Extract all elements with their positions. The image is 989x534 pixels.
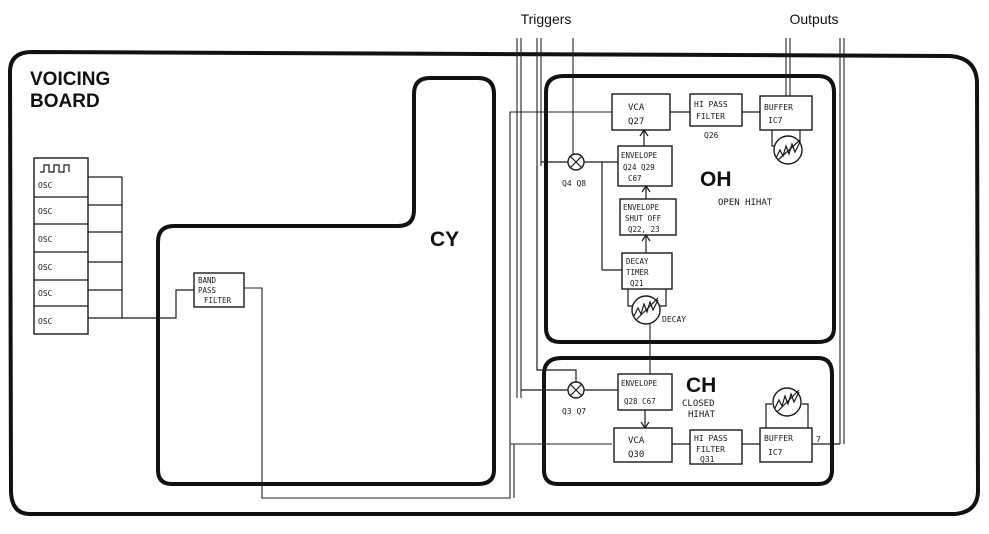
noise-bus [244,111,612,499]
ch-mixer-ref: Q3 Q7 [562,407,586,416]
ch-buffer-block [759,427,813,463]
board-title-line1: VOICING [30,69,110,90]
triggers-label: Triggers [521,11,572,27]
oh-decay-line1: DECAY [626,257,649,266]
oh-vca-line1: VCA [628,103,645,113]
oh-decay-timer-block [621,252,673,290]
ch-out-pin: 7 [816,435,821,444]
oscillator-bank: OSC OSC OSC OSC OSC OSC [33,157,194,335]
osc-label-4: OSC [38,263,53,272]
osc-label-3: OSC [38,235,53,244]
cy-label: CY [430,228,459,251]
ch-label: CH [686,374,716,397]
ch-vca-block [613,427,673,463]
band-pass-line3: FILTER [204,296,232,305]
ch-trigger-mixer [567,381,585,399]
output-lines [785,38,845,444]
oh-shut-line3: Q22, 23 [628,225,660,234]
oh-buffer-block [759,95,813,131]
board-outline [8,50,980,516]
oh-env-line3: C67 [628,174,642,183]
ch-gain-potentiometer-icon [772,387,802,417]
oh-trigger-mixer [567,153,585,171]
oh-hpf-line2: FILTER [696,112,725,121]
ch-vca-line1: VCA [628,436,645,446]
oh-buffer-line1: BUFFER [764,103,793,112]
oh-decay-pot-label: DECAY [662,315,686,324]
osc-label-2: OSC [38,207,53,216]
ch-env-line2: Q28 C67 [624,397,656,406]
oh-region [544,74,836,344]
ch-hpf-line2: FILTER [696,445,725,454]
oh-hpf-line1: HI PASS [694,100,728,109]
oh-vca-line2: Q27 [628,117,644,127]
osc-label-5: OSC [38,289,53,298]
oh-buffer-line2: IC7 [768,116,783,125]
board-title-line2: BOARD [30,91,100,112]
trigger-lines [516,38,574,398]
oh-hpf-block [689,93,743,127]
oh-mixer-ref: Q4 Q8 [562,179,586,188]
oh-env-line1: ENVELOPE [621,151,658,160]
oh-shutoff-block [619,198,677,236]
oh-label: OH [700,168,732,191]
oh-description: OPEN HIHAT [718,198,773,208]
cy-region [156,76,496,486]
ch-buffer-line1: BUFFER [764,434,793,443]
ch-hpf-block [689,429,743,465]
oh-gain-potentiometer-icon [773,135,803,165]
band-pass-line2: PASS [198,286,217,295]
ch-region [542,356,834,486]
ch-hpf-line3: Q31 [700,455,715,464]
ch-env-line1: ENVELOPE [621,379,658,388]
oh-shut-line1: ENVELOPE [623,203,660,212]
ch-description-line2: HIHAT [688,410,716,420]
ch-vca-line2: Q30 [628,450,644,460]
ch-hpf-line1: HI PASS [694,434,728,443]
oh-decay-potentiometer-icon [631,295,661,325]
ch-description-line1: CLOSED [682,399,715,409]
oh-env-line2: Q24 Q29 [623,163,655,172]
ch-buffer-line2: IC7 [768,448,783,457]
oh-hpf-ref: Q26 [704,131,719,140]
band-pass-filter-block [193,272,245,308]
oh-decay-line2: TIMER [626,268,649,277]
osc-label-6: OSC [38,317,53,326]
square-wave-icon [40,164,70,173]
osc-label-1: OSC [38,181,53,190]
outputs-label: Outputs [789,11,838,27]
oh-envelope-block [617,145,673,187]
oh-shut-line2: SHUT OFF [625,214,662,223]
oh-decay-line3: Q21 [630,279,644,288]
band-pass-line1: BAND [198,276,217,285]
oh-vca-block [611,93,671,131]
